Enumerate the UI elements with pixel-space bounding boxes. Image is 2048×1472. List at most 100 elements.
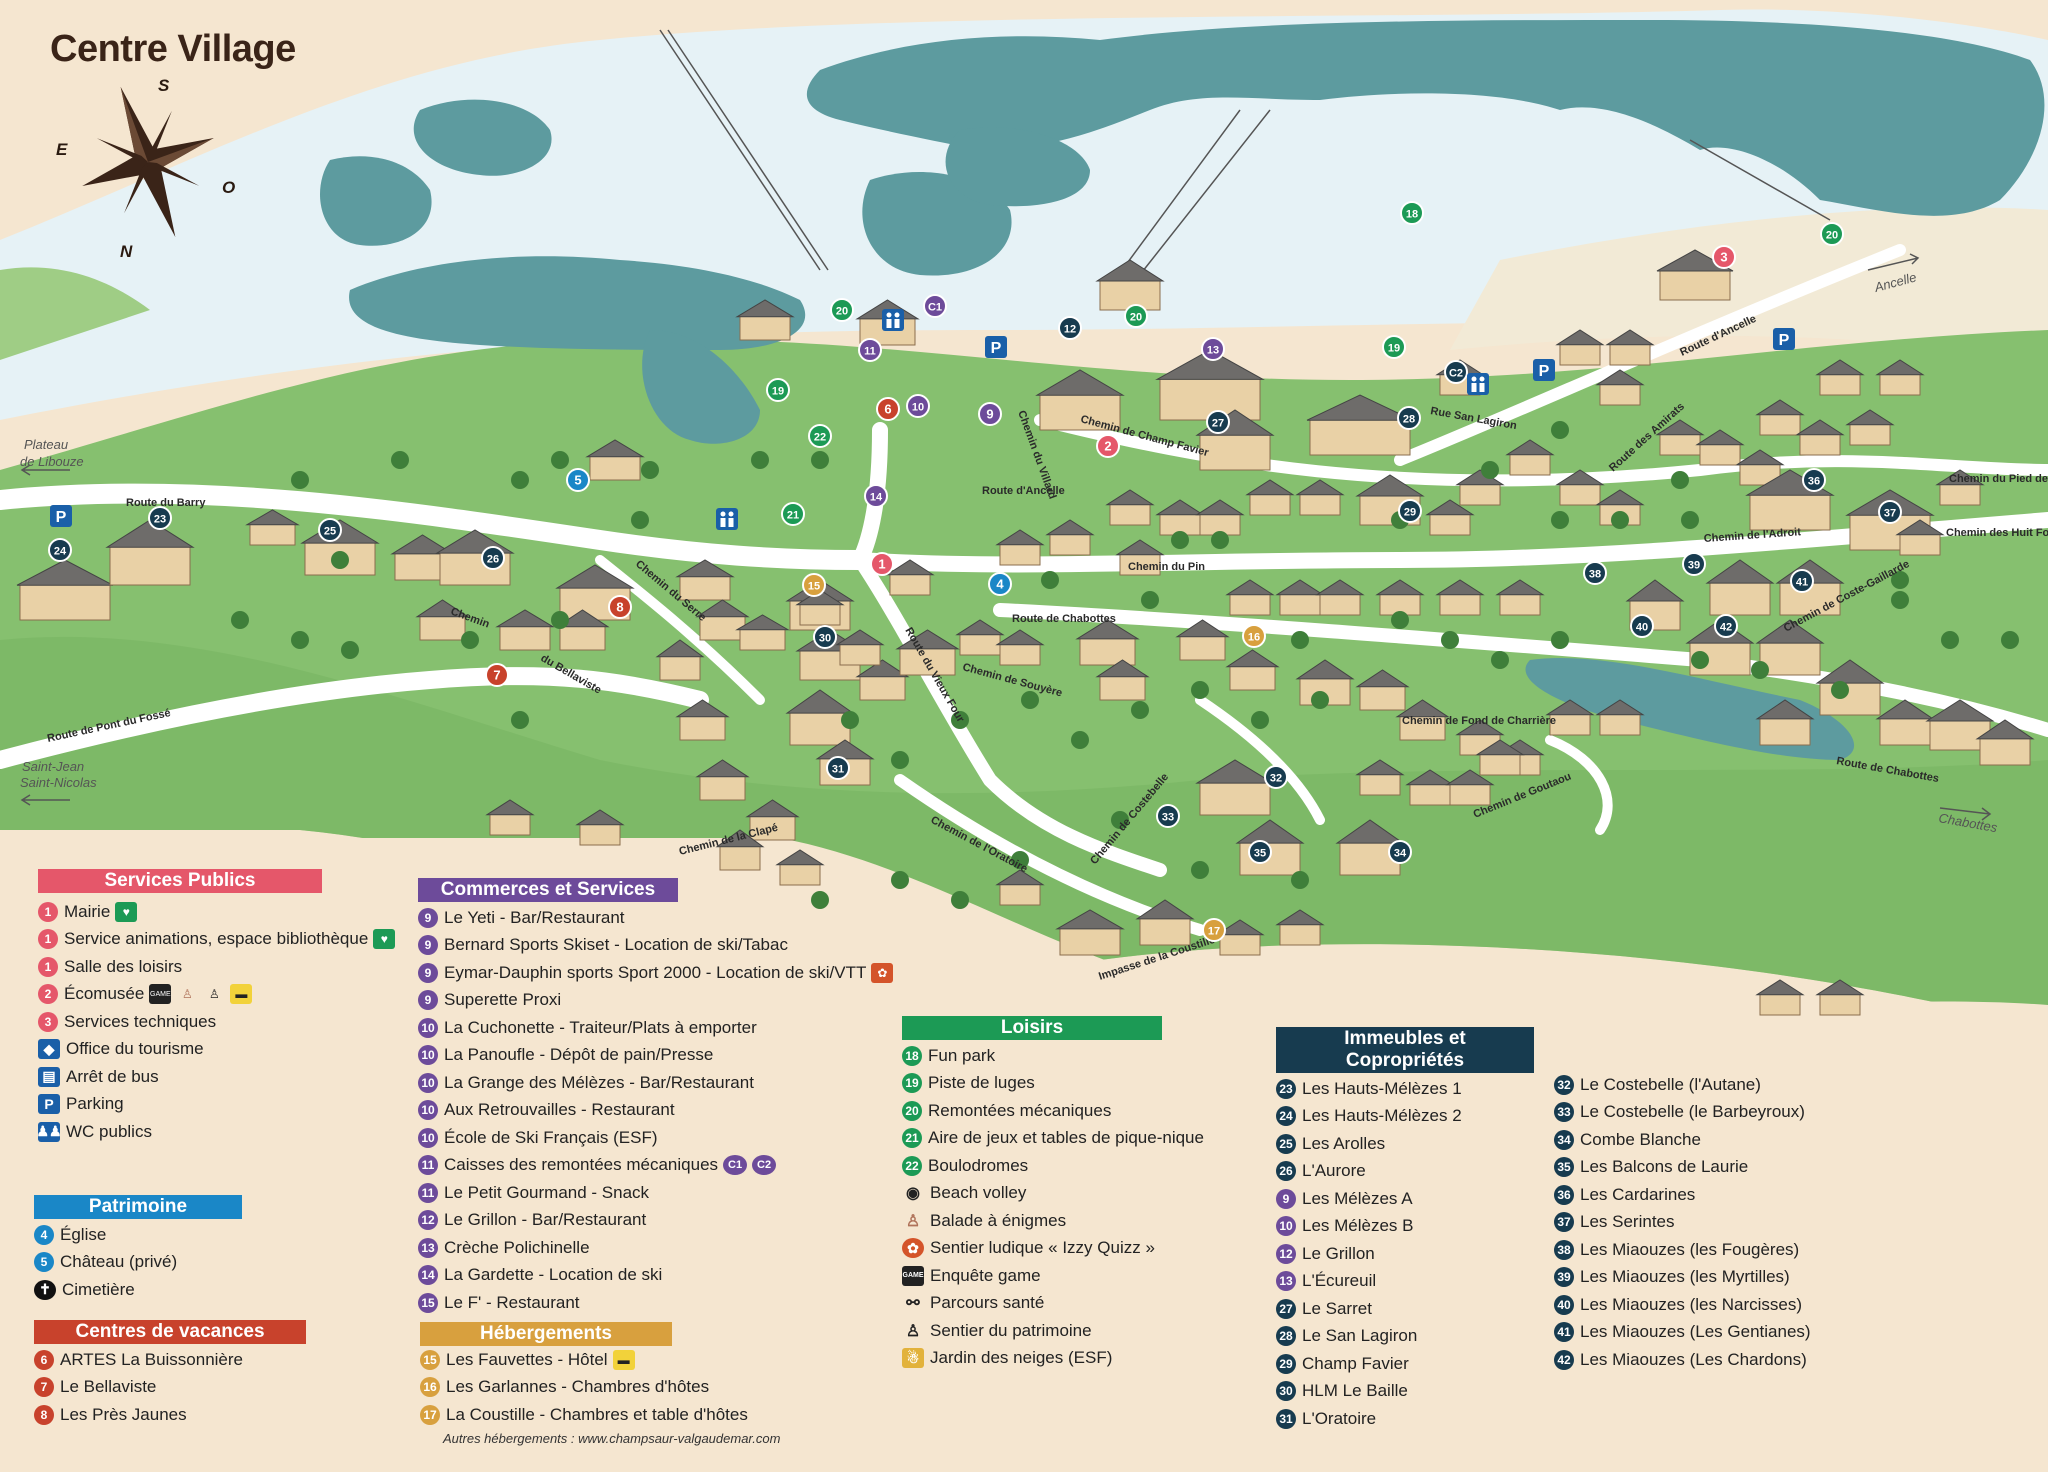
map-marker-dot	[1820, 222, 1844, 246]
house	[735, 614, 790, 651]
map-marker-label: 39	[1688, 560, 1700, 572]
map-marker-dot	[1156, 804, 1180, 828]
lift-cashdesk-badge-c2: C2	[752, 1155, 777, 1176]
legend-item: ⚯Parcours santé	[902, 1290, 1204, 1318]
legend-number-marker: 10	[418, 1017, 438, 1038]
map-marker-label: 32	[1270, 773, 1282, 785]
tree	[1071, 731, 1089, 749]
legend-item-label: Les Cardarines	[1580, 1184, 1696, 1204]
legend-item-label: Piste de luges	[928, 1073, 1035, 1093]
legend-item: ♙Sentier du patrimoine	[902, 1317, 1204, 1345]
tree	[1691, 651, 1709, 669]
map-marker-label: 1	[878, 557, 885, 572]
house	[1215, 919, 1265, 956]
house	[1095, 659, 1150, 701]
house	[695, 759, 750, 801]
legend-number-marker: 18	[902, 1045, 922, 1066]
house	[1505, 439, 1555, 476]
house	[1755, 399, 1805, 436]
house	[1475, 739, 1525, 776]
map-marker: 20	[830, 298, 854, 322]
house	[1095, 259, 1165, 311]
grass-dark	[0, 636, 2048, 1030]
map-marker-label: 25	[324, 526, 336, 538]
map-marker: C1	[923, 294, 947, 318]
map-marker: 31	[826, 756, 850, 780]
map-marker-dot	[608, 595, 632, 619]
map-marker: 18	[1400, 201, 1424, 225]
map-marker: 38	[1583, 561, 1607, 585]
house	[1225, 649, 1280, 691]
map-marker-label: 37	[1884, 508, 1896, 520]
legend-item-label: Les Mélèzes B	[1302, 1216, 1414, 1236]
map-marker-label: 41	[1796, 577, 1808, 589]
map-marker: 36	[1802, 468, 1826, 492]
legend-item-label: Remontées mécaniques	[928, 1100, 1112, 1120]
map-marker-dot	[1206, 410, 1230, 434]
defibrillator-icon: ♥	[373, 929, 396, 950]
legend-item-label: Église	[60, 1224, 107, 1244]
house	[1815, 359, 1865, 396]
map-marker: 35	[1248, 840, 1272, 864]
map-marker-dot	[1444, 360, 1468, 384]
house	[1245, 479, 1295, 516]
house	[1755, 619, 1825, 676]
map-marker: 4	[988, 572, 1012, 596]
legend-number-marker: 41	[1554, 1322, 1574, 1343]
tree	[1551, 631, 1569, 649]
map-marker-label: 3	[1720, 250, 1727, 265]
map-marker: 5	[566, 468, 590, 492]
legend-item-label: L'Écureuil	[1302, 1271, 1377, 1291]
legend-number-marker: 11	[418, 1182, 438, 1203]
tree	[811, 451, 829, 469]
map-marker-label: 38	[1589, 569, 1601, 581]
legend-number-marker: 3	[38, 1011, 58, 1032]
map-marker: 20	[1124, 304, 1148, 328]
legend-item-label: Crèche Polichinelle	[444, 1237, 590, 1257]
tree	[1141, 591, 1159, 609]
map-marker-dot	[1583, 561, 1607, 585]
wc-icon	[1467, 373, 1489, 395]
map-marker: 25	[318, 518, 342, 542]
map-marker-dot	[1248, 840, 1272, 864]
legend-item-label: L'Oratoire	[1302, 1408, 1377, 1428]
road-label: Chemin des Huit Fourches	[1946, 527, 2048, 539]
enquete-game-icon: GAME	[902, 1265, 924, 1286]
map-marker: 26	[481, 546, 505, 570]
house	[1355, 669, 1410, 711]
tree	[511, 711, 529, 729]
map-marker: 34	[1388, 840, 1412, 864]
direction-saintjean-l2: Saint-Nicolas	[20, 775, 97, 790]
legend-item-label: Le Petit Gourmand - Snack	[444, 1182, 650, 1202]
road-label: Chemin du Pin	[1128, 561, 1205, 573]
legend-number-marker: 32	[1554, 1074, 1574, 1095]
map-marker: 17	[1202, 918, 1226, 942]
svg-text:P: P	[991, 340, 1002, 357]
label-icon: ▬	[612, 1349, 635, 1370]
house	[1735, 449, 1785, 486]
legend-item-label: HLM Le Baille	[1302, 1381, 1408, 1401]
legend-number-marker: 10	[418, 1100, 438, 1121]
house	[675, 559, 735, 601]
legend-item-label: Les Garlannes - Chambres d'hôtes	[446, 1377, 710, 1397]
tree	[1191, 861, 1209, 879]
map-marker: 40	[1630, 614, 1654, 638]
tree	[631, 511, 649, 529]
